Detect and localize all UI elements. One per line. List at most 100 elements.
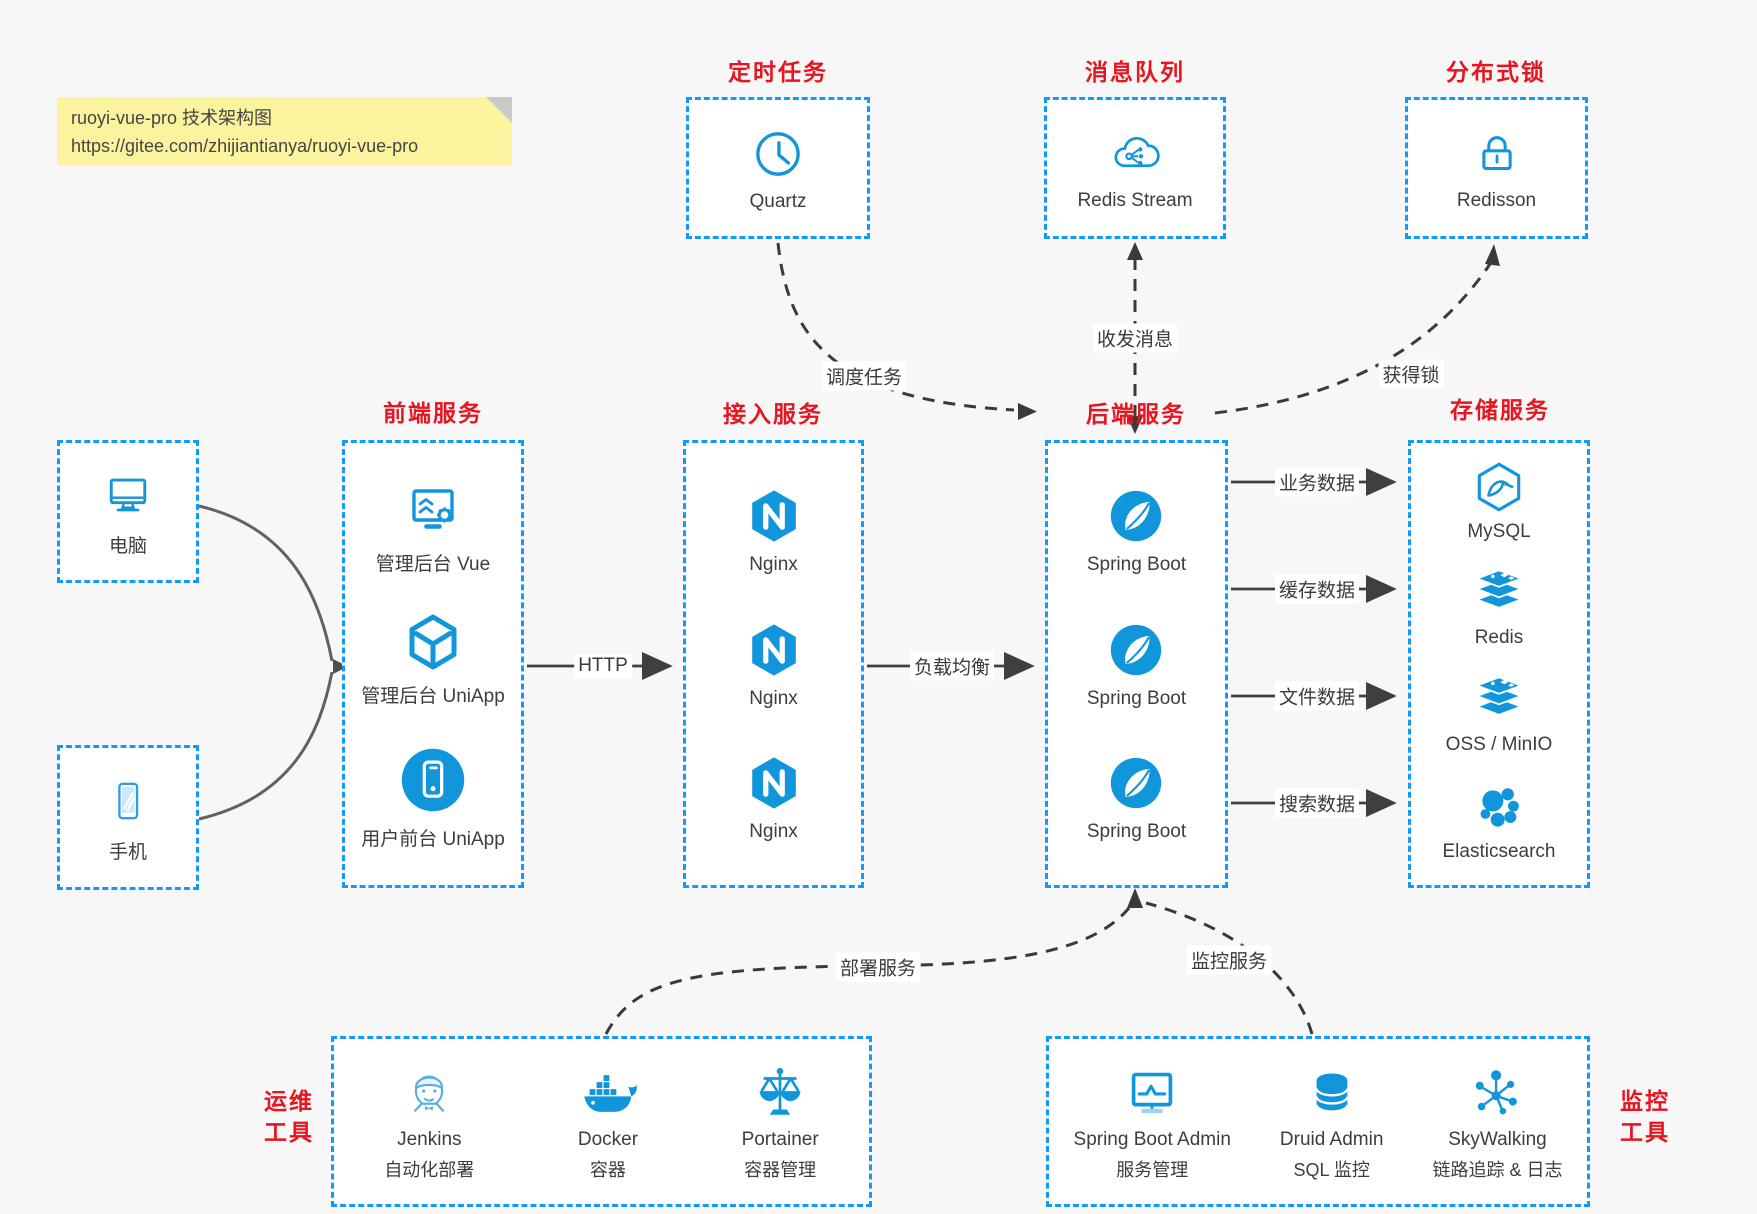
title-storage: 存储服务 <box>1450 397 1550 423</box>
tool-desc: 自动化部署 <box>384 1159 475 1180</box>
node-admin-uniapp: 管理后台 UniApp <box>361 610 505 708</box>
box-monitoring-tools: Spring Boot Admin 服务管理 Druid Admin SQL 监… <box>1046 1036 1590 1207</box>
tool-desc: 容器管理 <box>744 1159 817 1180</box>
arrowhead-acquire-lock <box>1485 244 1500 266</box>
edge-label-deploy: 部署服务 <box>835 952 921 982</box>
node-label: Spring Boot <box>1086 820 1187 842</box>
node-spring-boot: Spring Boot <box>1087 485 1186 576</box>
title-gateway: 接入服务 <box>723 401 823 427</box>
box-backend: Spring Boot Spring Boot Spring Boot <box>1045 440 1228 888</box>
node-quartz: Quartz <box>748 124 808 213</box>
edge-label-schedule: 调度任务 <box>821 361 907 391</box>
redis-stack-icon <box>1474 569 1524 609</box>
node-redis-stream: Redis Stream <box>1077 125 1193 212</box>
phone-icon <box>118 782 139 819</box>
edge-label-cache-data: 缓存数据 <box>1274 574 1360 604</box>
node-spring-boot: Spring Boot <box>1087 752 1186 843</box>
node-oss-minio: OSS / MinIO <box>1411 672 1587 756</box>
title-frontend: 前端服务 <box>383 400 483 426</box>
monitor-chart-icon <box>1131 1072 1173 1113</box>
tool-desc: SQL 监控 <box>1293 1159 1370 1180</box>
node-label: Spring Boot <box>1086 687 1187 709</box>
docker-icon <box>584 1074 637 1112</box>
spring-icon <box>1111 491 1162 542</box>
node-label: Elasticsearch <box>1442 841 1556 862</box>
node-nginx: Nginx <box>743 619 805 710</box>
node-docker: Docker 容器 <box>575 1062 641 1182</box>
arrowhead-deploy-monitor <box>1127 888 1143 908</box>
lock-icon <box>1481 135 1512 170</box>
node-label: Nginx <box>749 820 798 842</box>
box-frontend: 管理后台 Vue 管理后台 UniApp 用户前台 UniApp <box>342 440 524 888</box>
box-mobile-client: 手机 <box>57 745 199 890</box>
tool-name: Jenkins <box>397 1128 462 1150</box>
node-label: 手机 <box>108 841 147 863</box>
tool-desc: 链路追踪 & 日志 <box>1432 1159 1563 1180</box>
nginx-icon <box>751 757 796 809</box>
note-url[interactable]: https://gitee.com/zhijiantianya/ruoyi-vu… <box>71 135 419 156</box>
title-ops-tools: 运维 工具 <box>258 1086 320 1148</box>
arrow-acquire-lock <box>1214 263 1492 415</box>
node-spring-boot: Spring Boot <box>1087 619 1186 710</box>
tool-name: Druid Admin <box>1279 1128 1384 1150</box>
redis-stack-icon <box>1474 676 1524 716</box>
portainer-icon <box>759 1067 801 1115</box>
tool-name: Spring Boot Admin <box>1073 1128 1231 1150</box>
tool-name: Docker <box>577 1128 639 1150</box>
desktop-icon <box>109 478 147 511</box>
sticky-note: ruoyi-vue-pro 技术架构图 https://gitee.com/zh… <box>57 97 512 165</box>
box-redisson: Redisson <box>1405 97 1588 239</box>
tool-desc: 服务管理 <box>1116 1159 1189 1180</box>
node-admin-vue: 管理后台 Vue <box>376 478 490 576</box>
node-elasticsearch: Elasticsearch <box>1411 779 1587 863</box>
arrowhead-messaging-up <box>1127 242 1143 260</box>
arrow-pc-to-frontend <box>198 504 334 662</box>
node-label: Redisson <box>1456 189 1537 211</box>
node-pc: 电脑 <box>98 466 158 558</box>
edge-label-business-data: 业务数据 <box>1274 467 1360 497</box>
mysql-icon <box>1477 462 1521 512</box>
nginx-icon <box>751 490 796 542</box>
uniapp-cube-icon <box>409 614 457 670</box>
cloud-stream-icon <box>1114 136 1160 167</box>
node-nginx: Nginx <box>743 752 805 843</box>
node-label: 管理后台 UniApp <box>361 686 505 707</box>
title-ops-line2: 工具 <box>264 1119 314 1145</box>
box-pc-client: 电脑 <box>57 440 199 583</box>
node-druid-admin: Druid Admin SQL 监控 <box>1279 1062 1384 1182</box>
box-quartz: Quartz <box>686 97 870 239</box>
edge-label-file-data: 文件数据 <box>1274 681 1360 711</box>
node-redis: Redis <box>1411 565 1587 649</box>
node-label: Quartz <box>749 190 807 212</box>
title-monitoring-tools: 监控 工具 <box>1614 1086 1676 1148</box>
title-monitoring-line2: 工具 <box>1620 1119 1670 1145</box>
nginx-icon <box>751 623 796 676</box>
node-label: OSS / MinIO <box>1445 734 1553 755</box>
elasticsearch-icon <box>1480 788 1519 827</box>
title-ops-line1: 运维 <box>264 1088 314 1114</box>
node-mysql: MySQL <box>1411 459 1587 543</box>
node-mobile: 手机 <box>99 772 157 864</box>
edge-label-acquire-lock: 获得锁 <box>1378 359 1444 389</box>
node-label: Nginx <box>749 554 798 576</box>
title-monitoring-line1: 监控 <box>1620 1088 1670 1114</box>
title-backend: 后端服务 <box>1086 401 1186 427</box>
jenkins-icon <box>414 1074 445 1112</box>
database-icon <box>1315 1073 1349 1113</box>
spring-icon <box>1111 624 1162 675</box>
node-graph-icon <box>1476 1069 1518 1114</box>
clock-icon <box>756 131 800 176</box>
node-label: Redis Stream <box>1077 189 1193 211</box>
box-storage: MySQL Redis OSS / MinIO <box>1408 440 1590 888</box>
title-scheduler: 定时任务 <box>728 59 828 85</box>
edge-label-messaging: 收发消息 <box>1092 323 1178 353</box>
node-portainer: Portainer 容器管理 <box>742 1062 819 1182</box>
node-user-uniapp: 用户前台 UniApp <box>361 743 505 851</box>
box-gateway: Nginx Nginx Nginx <box>683 440 864 888</box>
node-label: 管理后台 Vue <box>375 553 491 575</box>
edge-label-http: HTTP <box>574 654 632 678</box>
title-lock: 分布式锁 <box>1446 59 1546 85</box>
node-label: Spring Boot <box>1086 554 1187 576</box>
user-app-icon <box>401 748 465 811</box>
